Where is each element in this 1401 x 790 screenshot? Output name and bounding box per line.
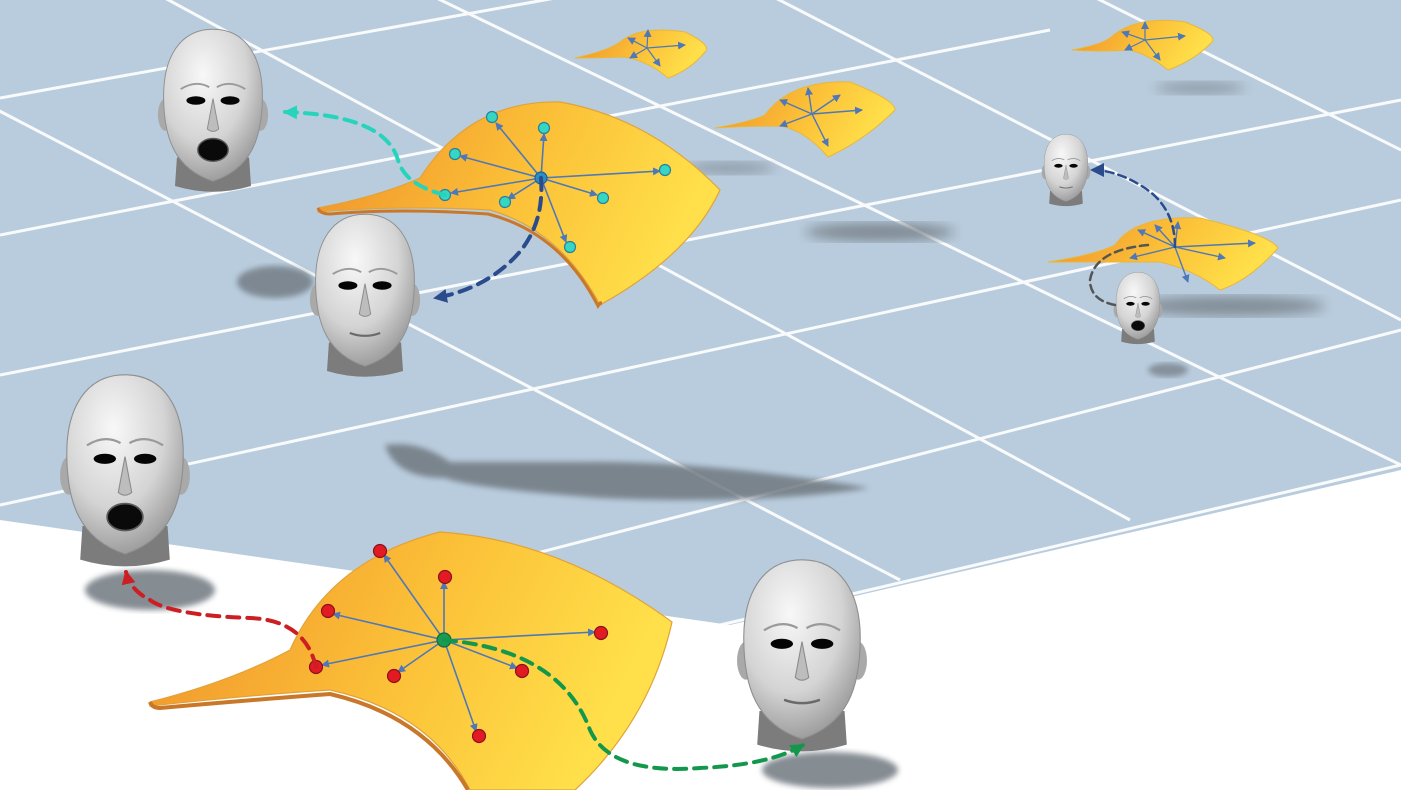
face-open-mouth-left (60, 374, 190, 567)
face-open-mouth-small-right (1113, 272, 1163, 345)
manifold-patch-front (148, 531, 673, 790)
manifold-patch-middle (316, 101, 721, 309)
face-neutral-middle (309, 213, 421, 377)
manifold-patch-right (1047, 217, 1279, 291)
manifold-patch-far-1 (574, 29, 707, 79)
path-cyan (283, 105, 447, 197)
mapping-paths (121, 105, 1177, 771)
path-gray-right (1088, 243, 1150, 307)
manifold-patch-far-3 (1071, 19, 1214, 71)
path-green (442, 638, 805, 771)
manifold-patch-far-2 (714, 81, 896, 158)
shadows (85, 82, 1325, 788)
faces-group (60, 28, 1163, 752)
face-neutral-small-right (1041, 134, 1091, 207)
face-open-mouth-top-left (157, 28, 269, 192)
face-neutral-bottom-right (737, 559, 867, 752)
path-navy-right (1090, 163, 1177, 249)
path-red (121, 570, 318, 669)
path-navy-middle (433, 176, 544, 303)
